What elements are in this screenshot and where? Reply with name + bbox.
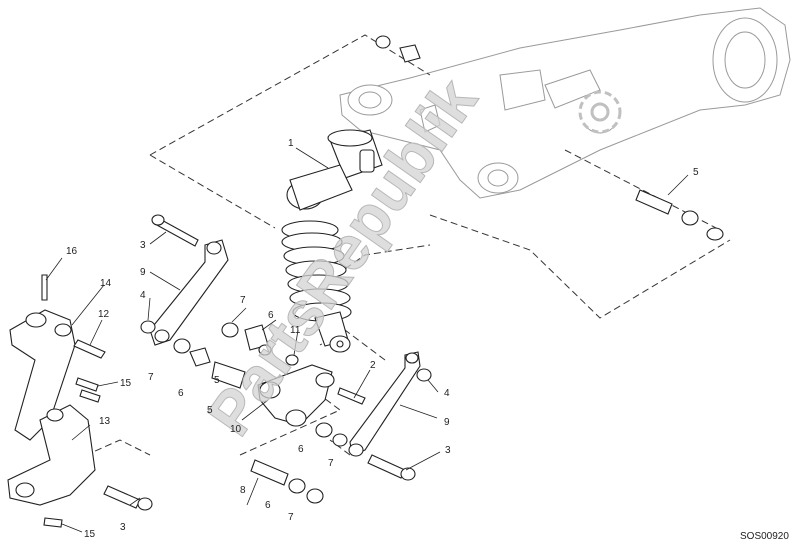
callout-2: 2 xyxy=(370,360,376,371)
callout-6: 6 xyxy=(178,388,184,399)
callout-1: 1 xyxy=(288,138,294,149)
callout-7: 7 xyxy=(328,458,334,469)
callout-12: 12 xyxy=(98,309,110,320)
gear-icon xyxy=(578,90,622,134)
linkage-left xyxy=(140,214,272,389)
footpeg-bracket xyxy=(7,274,153,528)
callout-14: 14 xyxy=(100,278,112,289)
callout-3: 3 xyxy=(445,445,451,456)
callout-13: 13 xyxy=(99,416,111,427)
callout-6: 6 xyxy=(265,500,271,511)
callout-3: 3 xyxy=(140,240,146,251)
callout-5: 5 xyxy=(214,375,220,386)
callout-11: 11 xyxy=(290,325,301,336)
rear-shock-absorber xyxy=(281,129,383,353)
callout-7: 7 xyxy=(288,512,294,523)
callout-4: 4 xyxy=(444,388,450,399)
callout-9: 9 xyxy=(444,417,450,428)
callout-15: 15 xyxy=(120,378,132,389)
callout-8: 8 xyxy=(240,485,246,496)
linkage-right xyxy=(250,351,432,504)
callout-6: 6 xyxy=(298,444,304,455)
callout-3: 3 xyxy=(120,522,126,533)
callout-5: 5 xyxy=(207,405,213,416)
callout-7: 7 xyxy=(240,295,246,306)
callout-6: 6 xyxy=(268,310,274,321)
callout-15: 15 xyxy=(84,529,96,540)
callout-4: 4 xyxy=(140,290,146,301)
callout-9: 9 xyxy=(140,267,146,278)
callout-16: 16 xyxy=(66,246,78,257)
upper-bushings xyxy=(375,35,724,241)
diagram-code: SOS00920 xyxy=(740,531,789,542)
callout-10: 10 xyxy=(230,424,242,435)
leader-lines xyxy=(45,147,689,533)
callout-7: 7 xyxy=(148,372,154,383)
callout-5: 5 xyxy=(693,167,699,178)
rocker-link xyxy=(257,354,335,427)
callout-labels: 1 2 3 3 3 4 4 5 5 5 6 6 6 6 7 7 7 7 8 9 … xyxy=(66,138,699,540)
